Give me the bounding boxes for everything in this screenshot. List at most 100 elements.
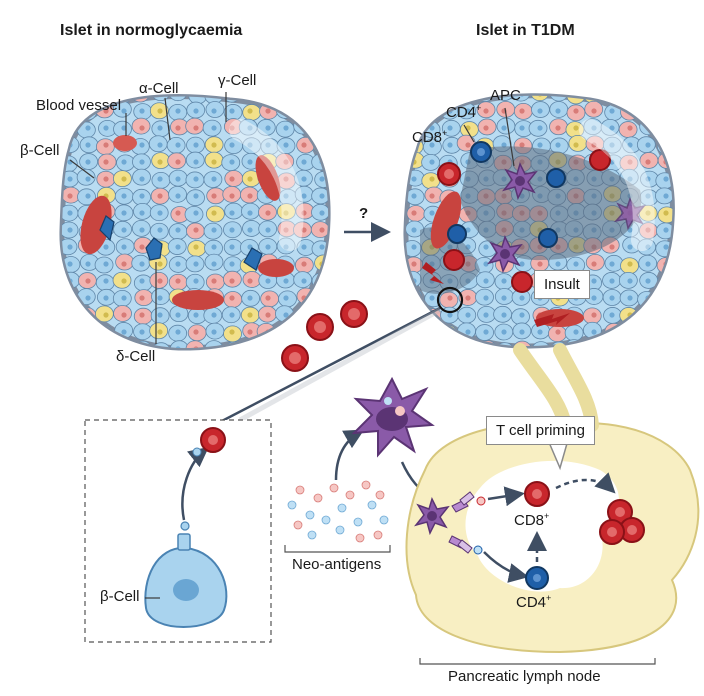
islet-cell-nucleus: [211, 142, 217, 148]
islet-cell-nucleus: [447, 346, 452, 351]
islet-cell-nucleus: [283, 142, 289, 148]
highlighted-beta-cell: [436, 286, 464, 314]
lymph-node-bracket: [419, 658, 656, 665]
islet-cell-nucleus: [175, 210, 181, 216]
islet-cell-nucleus: [85, 278, 91, 284]
islet-cell: [405, 95, 424, 103]
islet-cell-nucleus: [663, 108, 669, 114]
islet-cell-nucleus: [103, 142, 109, 148]
islet-cell-nucleus: [175, 244, 181, 250]
label-t-cell-priming: T cell priming: [486, 416, 595, 445]
islet-cell-nucleus: [121, 261, 127, 267]
islet-cell: [314, 96, 329, 102]
islet-cell-nucleus: [157, 295, 163, 301]
islet-cell-nucleus: [211, 159, 217, 165]
islet-cell-nucleus: [429, 125, 435, 131]
islet-cell-nucleus: [573, 346, 578, 351]
islet-cell-nucleus: [483, 312, 489, 318]
islet-cell-nucleus: [121, 159, 127, 165]
neo-antigen-dot: [321, 515, 331, 525]
zoom-line: [219, 306, 441, 424]
islet-cell-nucleus: [211, 278, 217, 284]
islet-cell-nucleus: [519, 261, 525, 267]
islet-cell-nucleus: [537, 108, 543, 114]
neo-antigen-dot: [361, 480, 371, 490]
islet-cell: [168, 96, 188, 102]
islet-cell-nucleus: [139, 295, 145, 301]
islet-cell: [77, 322, 97, 339]
islet-cell-nucleus: [211, 329, 217, 335]
islet-cell-nucleus: [139, 125, 145, 131]
islet-cell-nucleus: [103, 159, 109, 165]
cd4-priming-arrow: [483, 551, 529, 583]
islet-cell-nucleus: [247, 329, 253, 335]
islet-cell-nucleus: [447, 295, 453, 301]
islet-cell-nucleus: [247, 193, 253, 199]
islet-cell-nucleus: [193, 210, 199, 216]
islet-cell-nucleus: [319, 176, 325, 182]
neo-antigen-dot: [307, 530, 317, 540]
cd4-cells-islet: [447, 141, 566, 248]
islet-cell-nucleus: [501, 312, 507, 318]
islet-cell-nucleus: [283, 125, 289, 131]
islet-cell-nucleus: [429, 346, 434, 351]
islet-cell-nucleus: [663, 329, 669, 335]
islet-cell-nucleus: [85, 159, 91, 165]
islet-cell-nucleus: [591, 278, 597, 284]
islet-cell-nucleus: [411, 193, 417, 199]
islet-cell-nucleus: [175, 193, 181, 199]
islet-cell-nucleus: [229, 210, 235, 216]
islet-cell-nucleus: [103, 244, 109, 250]
islet-cell-nucleus: [663, 227, 669, 233]
islet-cell-nucleus: [139, 159, 145, 165]
neo-antigen-dot: [367, 500, 377, 510]
islet-cell-nucleus: [301, 278, 307, 284]
islet-cell-nucleus: [265, 278, 271, 284]
islet-cell-nucleus: [265, 125, 271, 131]
islet-cell: [293, 117, 313, 135]
islet-cell-nucleus: [537, 125, 543, 131]
islet-cell-nucleus: [121, 329, 127, 335]
islet-cell-nucleus: [519, 295, 525, 301]
islet-cell-nucleus: [283, 108, 289, 114]
islet-cell-nucleus: [483, 125, 489, 131]
islet-cell-nucleus: [465, 108, 471, 114]
label-cd4-node: CD4+: [516, 593, 552, 612]
islet-cell-nucleus: [645, 142, 651, 148]
islet-cell-nucleus: [483, 261, 489, 267]
islet-cell-nucleus: [609, 142, 615, 148]
islet-cell-nucleus: [429, 210, 435, 216]
islet-cell-nucleus: [537, 142, 543, 148]
islet-cell-nucleus: [555, 125, 561, 131]
islet-cell-nucleus: [193, 176, 199, 182]
islet-cell-nucleus: [229, 159, 235, 165]
islet-cell: [275, 96, 295, 102]
islet-cell: [656, 325, 673, 343]
islet-cell-nucleus: [519, 329, 525, 335]
islet-cell: [549, 95, 569, 102]
islet-cell: [424, 340, 444, 347]
islet-cell-nucleus: [645, 193, 651, 199]
islet-cell-nucleus: [429, 159, 435, 165]
islet-cell-nucleus: [663, 295, 669, 301]
islet-cell-nucleus: [411, 312, 417, 318]
islet-cell-nucleus: [175, 278, 181, 284]
islet-cell: [603, 341, 623, 347]
islet-cell-nucleus: [301, 176, 307, 182]
islet-cell-nucleus: [627, 346, 632, 351]
islet-cell-nucleus: [609, 295, 615, 301]
islet-cell-nucleus: [265, 96, 271, 97]
islet-cell-nucleus: [67, 176, 73, 182]
islet-cell-nucleus: [555, 329, 561, 335]
islet-cell-nucleus: [193, 227, 199, 233]
islet-cell-nucleus: [411, 176, 417, 182]
islet-cell-nucleus: [663, 95, 669, 97]
islet-cell: [294, 96, 313, 102]
islet-cell-nucleus: [247, 125, 253, 131]
title-t1dm: Islet in T1DM: [476, 22, 575, 39]
islet-cell-nucleus: [67, 244, 73, 250]
title-normoglycaemia: Islet in normoglycaemia: [60, 22, 243, 39]
islet-cell-nucleus: [465, 312, 471, 318]
islet-cell-nucleus: [157, 312, 163, 318]
neo-antigen-dot: [305, 510, 315, 520]
